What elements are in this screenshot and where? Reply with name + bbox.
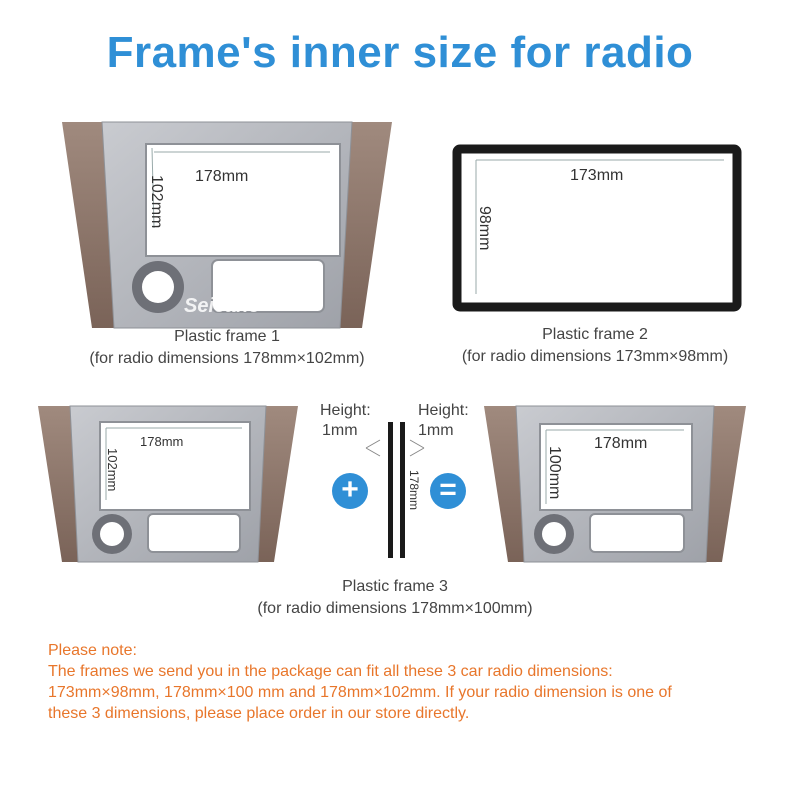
frame-1-subcaption: (for radio dimensions 178mm×102mm) [89,350,365,367]
frame-3-subcaption: (for radio dimensions 178mm×100mm) [257,600,533,617]
plastic-frame-1-image: 178mm 102mm Seicane [62,121,392,329]
spacer-strip-right [400,422,405,558]
frame-2-border [452,144,742,312]
spacer-length-label: 178mm [407,470,421,510]
spacer-left-label: Height: [320,402,371,419]
spacer-right-label: Height: [418,402,469,419]
spacer-left-value: 1mm [322,422,358,439]
watermark: Seicane [184,295,260,317]
frame-3-left-height-label: 102mm [105,448,120,491]
note-line-2: 173mm×98mm, 178mm×100 mm and 178mm×102mm… [48,684,672,701]
frame-2-height-label: 98mm [476,206,493,250]
plastic-frame-3-right-image: 178mm 100mm [484,405,746,563]
frame-3-left-width-label: 178mm [140,434,183,449]
frame-2-subcaption: (for radio dimensions 173mm×98mm) [461,348,729,365]
note-block: Please note: The frames we send you in t… [48,640,778,724]
note-line-3: these 3 dimensions, please place order i… [48,705,470,722]
frame-1-height-label: 102mm [148,175,165,228]
spacer-strips-image: 178mm [365,422,425,558]
plastic-frame-2-image: 173mm 98mm [452,144,742,312]
frame-3-right-width-label: 178mm [594,435,647,452]
equals-icon: = [430,473,466,509]
page-title: Frame's inner size for radio [106,28,694,77]
plus-icon: + [332,473,368,509]
note-line-1: The frames we send you in the package ca… [48,663,613,680]
spacer-strip-left [388,422,393,558]
note-heading: Please note: [48,642,137,659]
plastic-frame-3-left-image: 178mm 102mm [38,405,298,563]
frame-2-width-label: 173mm [570,167,623,184]
frame-1-width-label: 178mm [195,168,248,185]
spacer-right-value: 1mm [418,422,454,439]
frame-1-caption: Plastic frame 1 [174,328,280,345]
frame-2-caption: Plastic frame 2 [542,326,648,343]
frame-3-right-height-label: 100mm [546,446,563,499]
frame-3-caption: Plastic frame 3 [342,578,448,595]
